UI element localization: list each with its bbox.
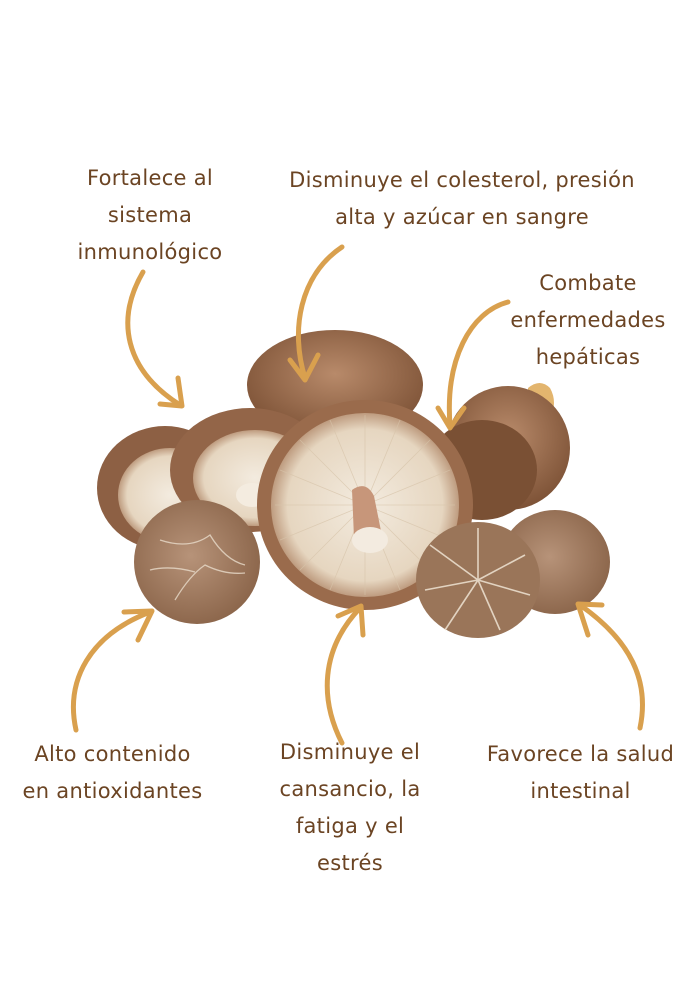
callout-line: alta y azúcar en sangre (335, 205, 589, 229)
callout-cholesterol: Disminuye el colesterol, presión alta y … (262, 162, 662, 236)
callout-line: hepáticas (535, 345, 641, 369)
callout-liver: Combate enfermedades hepáticas (488, 265, 688, 376)
callout-line: Favorece la salud (486, 742, 675, 766)
mushroom-center-large (257, 400, 473, 610)
mushroom-cap-bottom-left (134, 500, 260, 624)
callout-line: estrés (317, 851, 383, 875)
curved-arrow-icon (287, 244, 345, 383)
callout-line: Disminuye el (279, 740, 421, 764)
callout-line: enfermedades (510, 308, 666, 332)
curved-arrow-icon (324, 603, 366, 746)
callout-line: Fortalece al (86, 166, 214, 190)
callout-intestinal: Favorece la salud intestinal (468, 736, 693, 810)
callout-line: en antioxidantes (22, 779, 203, 803)
callout-immune: Fortalece al sistema inmunológico (50, 160, 250, 271)
callout-line: Disminuye el colesterol, presión (289, 168, 635, 192)
callout-line: cansancio, la (279, 777, 421, 801)
callout-antioxidants: Alto contenido en antioxidantes (5, 736, 220, 810)
mushroom-cap-bottom-right (416, 510, 610, 638)
callout-line: Combate (539, 271, 637, 295)
callout-fatigue: Disminuye el cansancio, la fatiga y el e… (255, 734, 445, 882)
callout-line: Alto contenido (34, 742, 191, 766)
callout-line: inmunológico (77, 240, 223, 264)
callout-line: fatiga y el (295, 814, 405, 838)
callout-line: intestinal (530, 779, 631, 803)
curved-arrow-icon (435, 299, 511, 431)
curved-arrow-icon (125, 269, 185, 409)
callout-line: sistema (107, 203, 193, 227)
curved-arrow-icon (70, 608, 155, 733)
curved-arrow-icon (575, 601, 645, 731)
